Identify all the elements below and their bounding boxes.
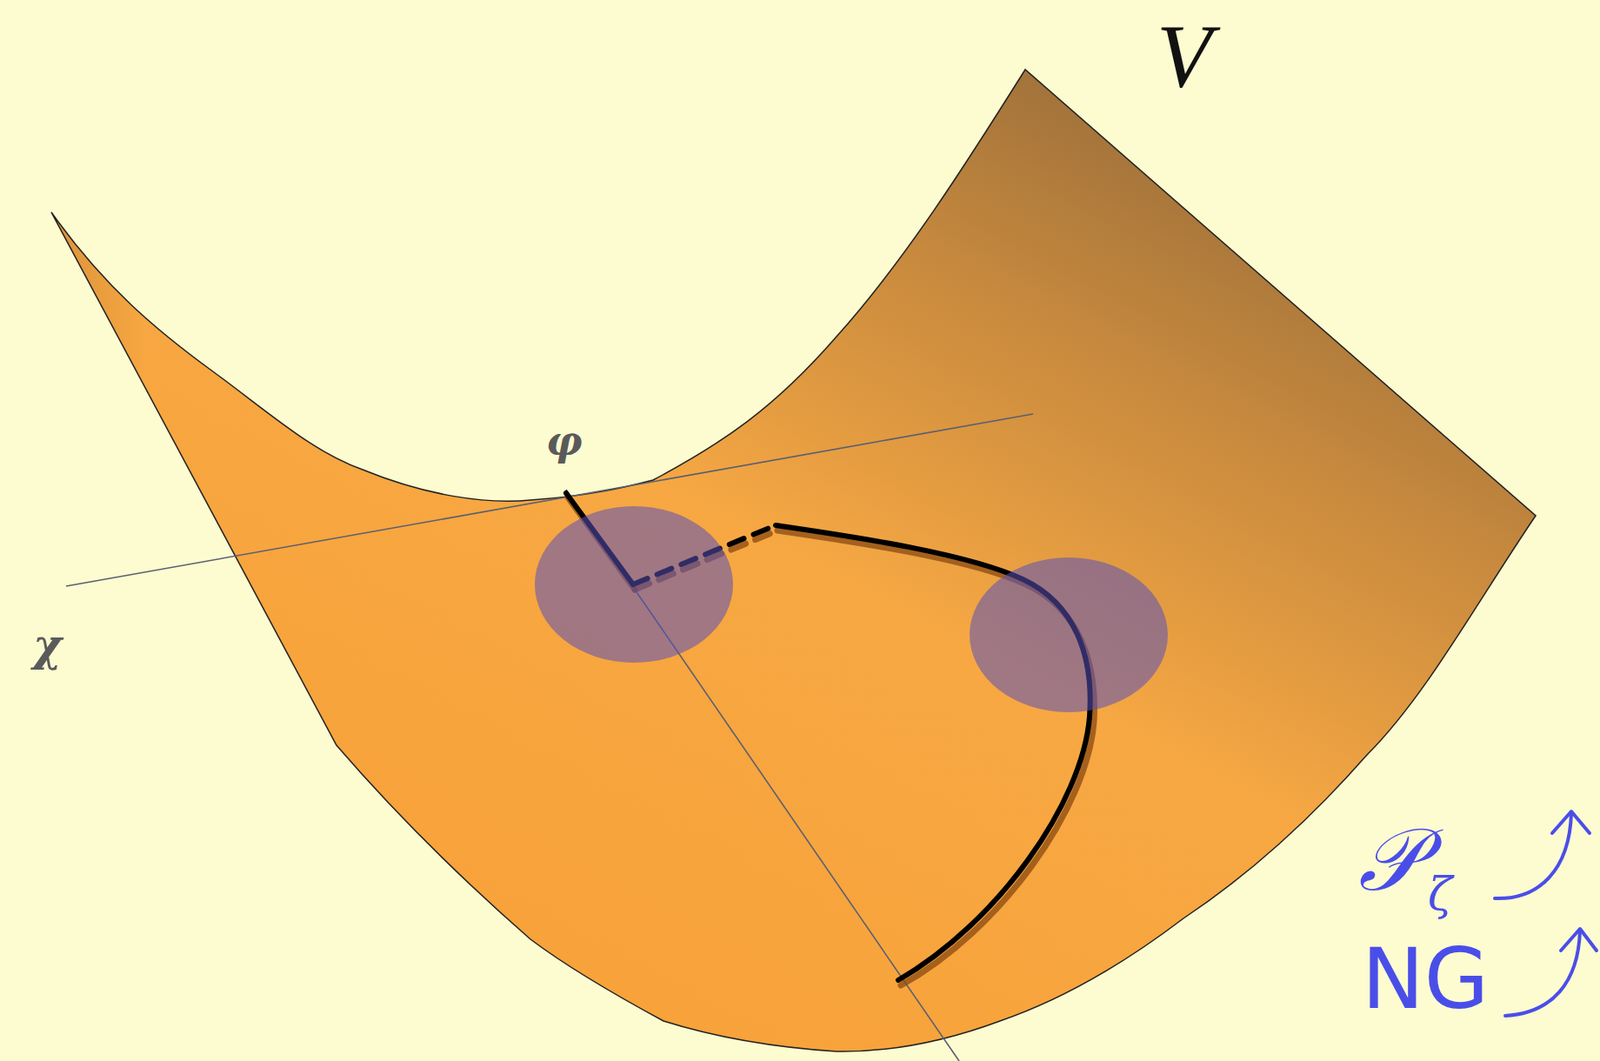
potential-surface [51,69,1536,1052]
surface-shading [51,212,363,746]
fluctuation-blob [969,557,1168,713]
fluctuation-blob [534,506,734,663]
increase-arrow [1494,811,1597,1016]
axis-label: χ [33,619,62,671]
non-gaussianity-label: NG [1361,930,1489,1028]
power-spectrum-label: 𝒫 [1358,808,1421,912]
potential-label: V [1156,3,1213,107]
subscript-label: ζ [1427,867,1453,920]
axis-label: φ [546,417,583,465]
